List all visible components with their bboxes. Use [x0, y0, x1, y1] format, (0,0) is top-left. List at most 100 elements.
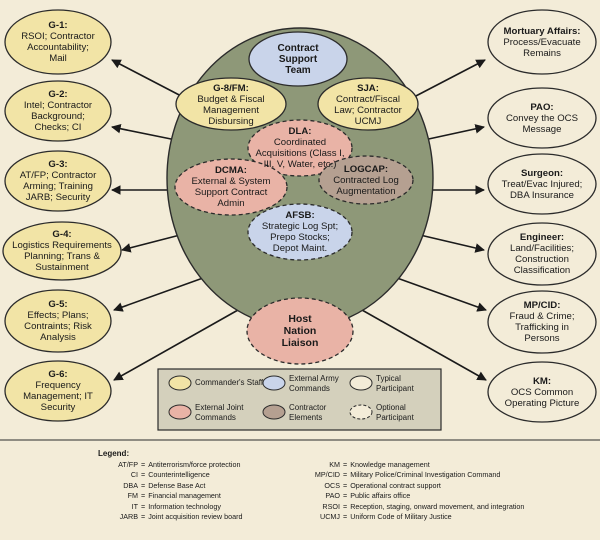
arrow-g2 — [111, 124, 177, 141]
host-nation-label: Host Nation Liaison — [255, 311, 345, 351]
logcap-ellipse — [318, 155, 414, 205]
km-ellipse — [487, 361, 597, 423]
arrow-km — [361, 309, 487, 381]
dcma-line-1: External & System — [191, 176, 271, 187]
legend-row: CI=Counterintelligence — [100, 470, 300, 480]
legend-equals: = — [141, 501, 146, 511]
dcma-line-3: Admin — [217, 198, 245, 209]
g2-ellipse — [4, 80, 112, 142]
g3-label: G-3: AT/FP; Contractor Arming; Training … — [8, 159, 108, 203]
pao-line-1: Convey the OCS — [506, 112, 578, 124]
dcma-label: DCMA: External & System Support Contract… — [178, 165, 284, 209]
pao-label: PAO: Convey the OCS Message — [490, 100, 594, 136]
km-label: KM: OCS Common Operating Picture — [490, 374, 594, 410]
pao-line-2: Message — [522, 123, 562, 135]
afsb-line-2: Prepo Stocks; — [270, 232, 330, 243]
engineer-line-3: Classification — [513, 265, 571, 276]
key-staff-label: Commander's Staff — [195, 378, 264, 387]
legend-row: AT/FP=Antiterrorism/force protection — [100, 460, 300, 470]
sja-ellipse — [317, 77, 419, 131]
g1-line-2: Accountability; — [27, 42, 89, 53]
g8-title: G-8/FM: — [213, 83, 249, 94]
legend-row: OCS=Operational contract support — [300, 481, 590, 491]
afsb-ellipse — [247, 203, 353, 261]
cst-line-3: Team — [285, 64, 311, 76]
g1-label: G-1: RSOI; Contractor Accountability; Ma… — [8, 20, 108, 64]
sja-line-2: Law; Contractor — [334, 105, 402, 116]
legend-def: Defense Base Act — [148, 480, 206, 490]
g4-label: G-4: Logistics Requirements Planning; Tr… — [6, 229, 118, 273]
hn-line-1: Host — [288, 313, 312, 325]
g8-line-3: Disbursing — [208, 116, 254, 127]
dcma-line-2: Support Contract — [194, 187, 268, 198]
mortuary-line-2: Remains — [523, 47, 561, 59]
mpcid-ellipse — [487, 290, 597, 354]
g6-line-2: Management; IT — [23, 391, 93, 402]
legend-equals: = — [141, 480, 146, 490]
legend-row: KM=Knowledge management — [300, 460, 590, 470]
key-typical-label: Typical Participant — [376, 374, 438, 394]
arrow-mortuary — [411, 59, 486, 99]
g5-ellipse — [4, 289, 112, 353]
hn-line-3: Liaison — [281, 337, 319, 349]
legend-abbr: FM — [127, 491, 138, 501]
sja-title: SJA: — [357, 83, 379, 94]
legend-left-column: AT/FP=Antiterrorism/force protection CI=… — [100, 460, 300, 522]
mpcid-title: MP/CID: — [523, 300, 561, 311]
g6-ellipse — [4, 360, 112, 422]
surgeon-title: Surgeon: — [520, 167, 564, 179]
dcma-title: DCMA: — [215, 165, 247, 176]
key-optional-line-1: Optional — [376, 403, 406, 412]
key-optional-swatch — [349, 404, 373, 420]
legend-def: Antiterrorism/force protection — [148, 460, 241, 469]
g2-title: G-2: — [48, 89, 68, 100]
cst-line-1: Contract — [277, 42, 319, 54]
g4-ellipse — [2, 221, 122, 281]
logcap-line-1: Contracted Log — [333, 174, 399, 186]
sja-line-1: Contract/Fiscal — [336, 94, 400, 105]
contract-support-team-label: Contract Support Team — [258, 40, 338, 78]
key-army-line-1: External Army — [289, 374, 339, 383]
legend-abbr: CI — [130, 470, 138, 480]
key-army-label: External Army Commands — [289, 374, 357, 394]
engineer-ellipse — [487, 222, 597, 286]
mortuary-label: Mortuary Affairs: Process/Evacuate Remai… — [490, 24, 594, 60]
g4-line-1: Logistics Requirements — [12, 240, 112, 251]
g5-label: G-5: Effects; Plans; Contraints; Risk An… — [8, 299, 108, 343]
g1-title: G-1: — [48, 20, 68, 31]
legend-equals: = — [343, 480, 348, 490]
legend-abbr: AT/FP — [118, 460, 138, 469]
surgeon-line-1: Treat/Evac Injured; — [501, 178, 583, 190]
engineer-title: Engineer: — [519, 232, 565, 243]
g6-line-1: Frequency — [35, 380, 81, 391]
g6-label: G-6: Frequency Management; IT Security — [8, 369, 108, 413]
logcap-label: LOGCAP: Contracted Log Augmentation — [322, 163, 410, 197]
surgeon-ellipse — [487, 153, 597, 215]
sja-label: SJA: Contract/Fiscal Law; Contractor UCM… — [320, 83, 416, 127]
key-typical-line-1: Typical — [376, 374, 401, 383]
legend-def: Military Police/Criminal Investigation C… — [350, 470, 501, 480]
dcma-ellipse — [174, 158, 288, 216]
legend-abbr: IT — [131, 501, 138, 511]
mortuary-line-1: Process/Evacuate — [503, 36, 581, 48]
legend-row: MP/CID=Military Police/Criminal Investig… — [300, 470, 590, 480]
legend-row: PAO=Public affairs office — [300, 491, 590, 501]
legend-abbr: OCS — [324, 480, 340, 490]
mpcid-line-2: Trafficking in — [515, 322, 569, 333]
arrow-g1 — [111, 59, 186, 99]
legend-equals: = — [141, 470, 146, 480]
logcap-title: LOGCAP: — [343, 163, 389, 175]
g5-line-2: Contraints; Risk — [24, 321, 92, 332]
afsb-label: AFSB: Strategic Log Spt; Prepo Stocks; D… — [250, 210, 350, 254]
legend-row: DBA=Defense Base Act — [100, 481, 300, 491]
host-nation-ellipse — [246, 297, 354, 365]
mpcid-line-1: Fraud & Crime; — [509, 311, 575, 322]
legend-abbr: KM — [329, 460, 340, 469]
cst-line-2: Support — [278, 53, 318, 65]
key-typical-swatch — [349, 375, 373, 391]
hn-line-2: Nation — [283, 325, 317, 337]
g5-line-1: Effects; Plans; — [27, 310, 89, 321]
engineer-label: Engineer: Land/Facilities; Construction … — [490, 232, 594, 276]
g2-line-1: Intel; Contractor — [23, 100, 93, 111]
